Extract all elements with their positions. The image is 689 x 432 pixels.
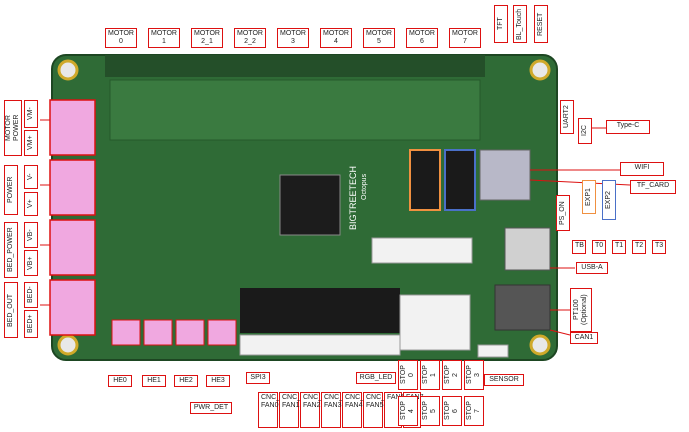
label-tft: TFT (494, 5, 508, 43)
label-t0: T0 (592, 240, 606, 254)
label-ps-on: PS_ON (556, 195, 570, 231)
sensor-connector (477, 344, 509, 358)
label-motor2-1: MOTOR 2_1 (191, 28, 223, 48)
label-bl-touch: BL_Touch (513, 5, 527, 43)
label-stop0: STOP 0 (398, 360, 418, 390)
terminal-power (49, 159, 96, 216)
label-reset: RESET (534, 5, 548, 43)
terminal-motor-power (49, 99, 96, 156)
label-rgb-led: RGB_LED (356, 372, 396, 384)
stepper-driver-area (109, 79, 481, 141)
label-motor-power: MOTOR POWER (4, 100, 22, 156)
label-t2: T2 (632, 240, 646, 254)
label-motor1: MOTOR 1 (148, 28, 180, 48)
label-power: POWER (4, 165, 18, 215)
mount-hole (529, 59, 551, 81)
label-pwr-det: PWR_DET (190, 402, 232, 414)
tf-card-slot (479, 149, 531, 201)
mount-hole (57, 334, 79, 356)
label-cnc-fan4: CNC_ FAN4 (342, 392, 364, 428)
pt100-can-area (494, 284, 551, 331)
label-v-minus: V- (24, 165, 38, 189)
fan-headers (239, 288, 401, 356)
label-bed-power: BED_POWER (4, 222, 18, 278)
label-he1: HE1 (142, 375, 166, 387)
label-cnc-fan2: CNC_ FAN2 (300, 392, 322, 428)
label-spi3: SPI3 (246, 372, 270, 384)
thermistor-connectors (371, 237, 473, 264)
label-he0: HE0 (108, 375, 132, 387)
label-motor5: MOTOR 5 (363, 28, 395, 48)
mount-hole (529, 334, 551, 356)
exp2-header (444, 149, 476, 211)
label-pt100: PT100 (Optional) (570, 288, 592, 332)
label-he2: HE2 (174, 375, 198, 387)
label-cnc-fan3: CNC_ FAN3 (321, 392, 343, 428)
label-tf-card: TF_CARD (630, 180, 676, 194)
terminal-bed-power (49, 219, 96, 276)
mount-hole (57, 59, 79, 81)
label-v-plus: V+ (24, 192, 38, 216)
label-sensor: SENSOR (484, 374, 524, 386)
label-motor2-2: MOTOR 2_2 (234, 28, 266, 48)
label-motor0: MOTOR 0 (105, 28, 137, 48)
label-t3: T3 (652, 240, 666, 254)
heater-terminals (111, 319, 237, 346)
label-i2c: I2C (578, 118, 592, 144)
model-silk: Octopus (361, 173, 368, 200)
label-exp1: EXP1 (582, 180, 596, 214)
label-stop5: STOP 5 (420, 396, 440, 426)
label-stop1: STOP 1 (420, 360, 440, 390)
label-type-c: Type-C (606, 120, 650, 134)
label-bed-out: BED_OUT (4, 282, 18, 338)
endstop-connectors (399, 294, 471, 351)
label-wifi: WIFI (620, 162, 664, 176)
mcu-chip (279, 174, 341, 236)
label-motor6: MOTOR 6 (406, 28, 438, 48)
label-tb: TB (572, 240, 586, 254)
label-can1: CAN1 (570, 332, 598, 344)
label-cnc-fan0: CNC_ FAN0 (258, 392, 280, 428)
label-vb-minus: VB- (24, 222, 38, 248)
label-usb-a: USB-A (576, 262, 608, 274)
label-motor3: MOTOR 3 (277, 28, 309, 48)
label-motor7: MOTOR 7 (449, 28, 481, 48)
label-bed-plus: BED+ (24, 310, 38, 338)
label-t1: T1 (612, 240, 626, 254)
label-stop2: STOP 2 (442, 360, 462, 390)
label-bed-minus: BED- (24, 282, 38, 308)
label-exp2: EXP2 (602, 180, 616, 220)
label-uart2: UART2 (560, 100, 574, 134)
usb-a-port (504, 227, 551, 271)
label-cnc-fan5: CNC_ FAN5 (363, 392, 385, 428)
label-vm-minus: VM- (24, 100, 38, 128)
label-vb-plus: VB+ (24, 250, 38, 276)
motor-connectors (105, 55, 485, 77)
label-vm-plus: VM+ (24, 130, 38, 156)
label-cnc-fan1: CNC_ FAN1 (279, 392, 301, 428)
exp1-header (409, 149, 441, 211)
label-stop6: STOP 6 (442, 396, 462, 426)
label-motor4: MOTOR 4 (320, 28, 352, 48)
label-he3: HE3 (206, 375, 230, 387)
label-stop7: STOP 7 (464, 396, 484, 426)
terminal-bed-out (49, 279, 96, 336)
label-stop4: STOP 4 (398, 396, 418, 426)
label-stop3: STOP 3 (464, 360, 484, 390)
brand-silk: BIGTREETECH (348, 166, 358, 230)
